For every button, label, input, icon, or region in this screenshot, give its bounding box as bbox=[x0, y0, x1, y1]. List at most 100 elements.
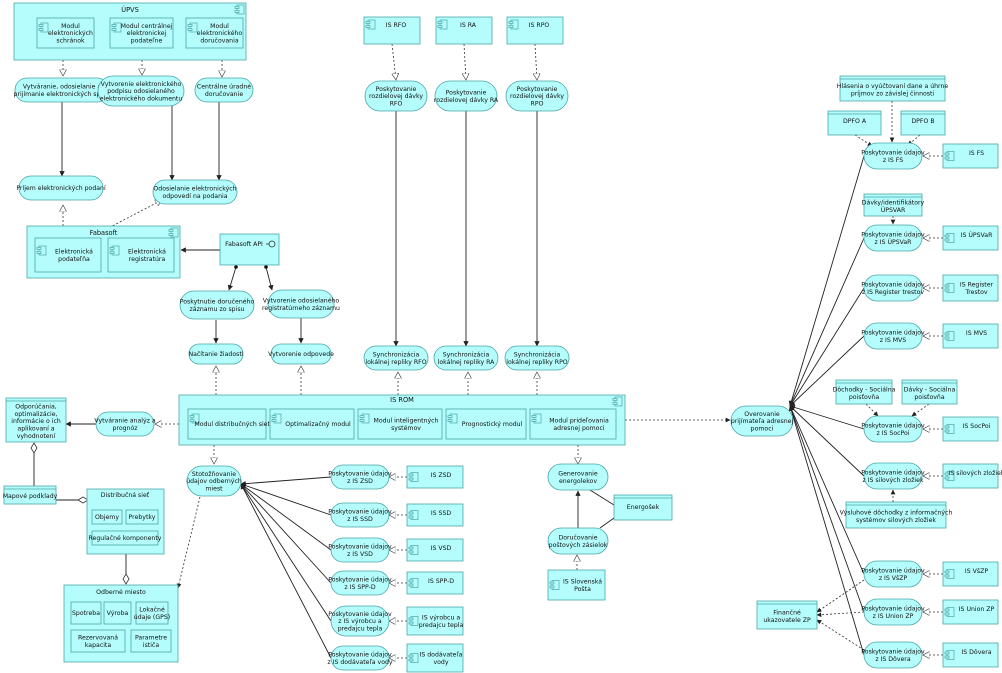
is-union-label: IS Union ZP bbox=[959, 606, 995, 613]
svc-union[interactable] bbox=[863, 598, 923, 626]
do-financne-zp[interactable] bbox=[756, 600, 818, 630]
svc-vsd[interactable] bbox=[330, 537, 390, 563]
do-vysluhove[interactable] bbox=[845, 501, 947, 529]
ds-item-2[interactable] bbox=[91, 530, 159, 546]
is-energolek[interactable] bbox=[613, 494, 673, 521]
om-item-1[interactable] bbox=[103, 601, 132, 625]
is-vszp[interactable] bbox=[942, 561, 999, 587]
do-dochodky-sp[interactable] bbox=[835, 379, 893, 405]
svc-overovanie[interactable] bbox=[730, 405, 794, 437]
svc-socpoi[interactable] bbox=[863, 415, 923, 443]
svc-analyzy[interactable] bbox=[95, 411, 155, 437]
is-rfo-label: IS RFO bbox=[386, 22, 407, 29]
is-ssd[interactable] bbox=[406, 503, 464, 527]
svc-upsvar[interactable] bbox=[863, 224, 923, 252]
rom-module-0[interactable] bbox=[187, 408, 267, 440]
svc-davka-rpo[interactable] bbox=[505, 80, 569, 112]
do-odporucania[interactable] bbox=[5, 397, 67, 443]
do-davky-upsvar[interactable] bbox=[863, 193, 923, 217]
do-dpfo-a[interactable] bbox=[827, 110, 882, 136]
svc-davka-ra[interactable] bbox=[434, 80, 498, 112]
om-item-2[interactable] bbox=[135, 601, 169, 625]
om-item-4[interactable] bbox=[130, 629, 172, 653]
svc-ssd[interactable] bbox=[330, 502, 390, 528]
do-dpfo-b-label: DPFO B bbox=[911, 118, 934, 125]
svc-dovera[interactable] bbox=[863, 641, 923, 669]
svc-vytvorenie-odpovede[interactable] bbox=[270, 343, 332, 365]
rom-module-1[interactable] bbox=[269, 408, 355, 440]
is-tepla-icon bbox=[408, 616, 419, 626]
connector bbox=[240, 483, 332, 584]
ds-item-0[interactable] bbox=[91, 509, 123, 525]
is-vsd-label: IS VSD bbox=[431, 545, 452, 552]
energolek-label: Energošek bbox=[627, 503, 660, 511]
svc-stotoznovanie[interactable] bbox=[186, 465, 242, 497]
svc-trestov[interactable] bbox=[863, 274, 923, 302]
svc-nacitanie-ziadosti[interactable] bbox=[188, 343, 244, 365]
is-silove-label: IS silových zložiek bbox=[949, 469, 1002, 477]
connector bbox=[240, 483, 332, 622]
ds-item-1[interactable] bbox=[125, 509, 159, 525]
do-dpfo-b[interactable] bbox=[900, 110, 946, 136]
is-zsd[interactable] bbox=[406, 465, 464, 489]
svc-tepla[interactable] bbox=[330, 605, 390, 637]
is-rpo-icon bbox=[508, 19, 519, 30]
svc-generovanie[interactable] bbox=[547, 463, 609, 491]
svc-silove[interactable] bbox=[863, 462, 923, 490]
svc-mvs[interactable] bbox=[863, 322, 923, 350]
svc-fs[interactable] bbox=[863, 142, 923, 170]
fabasoft-podatelna-icon bbox=[36, 245, 47, 256]
om-item-0[interactable] bbox=[70, 601, 102, 625]
svc-vytvorenie-podpisu[interactable] bbox=[97, 75, 185, 107]
svc-sync-ra[interactable] bbox=[433, 345, 499, 371]
rom-module-3[interactable] bbox=[445, 408, 527, 440]
upvs-module-podatelna[interactable] bbox=[109, 17, 174, 49]
connector bbox=[788, 405, 865, 656]
connector bbox=[816, 579, 865, 613]
svc-dorucovanie-zasielok[interactable] bbox=[547, 527, 609, 555]
fabasoft-api[interactable] bbox=[219, 233, 280, 266]
is-socpoi-label: IS SocPoi bbox=[963, 423, 991, 430]
svc-vszp[interactable] bbox=[863, 560, 923, 588]
svc-sync-rfo[interactable] bbox=[363, 345, 429, 371]
om-item-3[interactable] bbox=[70, 629, 126, 653]
svc-odosielanie-odpovedi[interactable] bbox=[152, 179, 238, 205]
do-davky-sp[interactable] bbox=[901, 379, 958, 405]
do-mapove-podklady[interactable] bbox=[3, 485, 57, 505]
aggregation-diamond bbox=[122, 573, 130, 585]
rom-module-2[interactable] bbox=[357, 408, 443, 440]
svc-vytvorenie-zaznamu[interactable] bbox=[267, 289, 335, 319]
svc-prijem-podani[interactable] bbox=[18, 175, 104, 201]
is-union-icon bbox=[944, 607, 955, 617]
is-rom-label: IS ROM bbox=[390, 396, 414, 404]
svc-poskytnutie-zaznamu[interactable] bbox=[179, 290, 255, 320]
is-sppd-icon bbox=[408, 578, 419, 588]
is-rpo-label: IS RPO bbox=[529, 22, 550, 29]
do-hlasenia[interactable] bbox=[839, 75, 946, 102]
connections bbox=[30, 43, 943, 658]
fabasoft-component-icon bbox=[168, 227, 179, 238]
svc-zsd[interactable] bbox=[330, 464, 390, 490]
svc-davka-rfo[interactable] bbox=[364, 80, 428, 112]
svc-sync-rpo[interactable] bbox=[504, 345, 570, 371]
is-rfo-icon bbox=[365, 19, 376, 30]
svc-sppd[interactable] bbox=[330, 570, 390, 596]
svc-vody[interactable] bbox=[330, 645, 390, 671]
is-vsd[interactable] bbox=[406, 538, 464, 562]
rom-module-4[interactable] bbox=[529, 408, 617, 440]
is-sppd[interactable] bbox=[406, 571, 464, 595]
svc-centralne-dorucovanie[interactable] bbox=[194, 77, 254, 103]
is-fs-icon bbox=[944, 151, 955, 161]
